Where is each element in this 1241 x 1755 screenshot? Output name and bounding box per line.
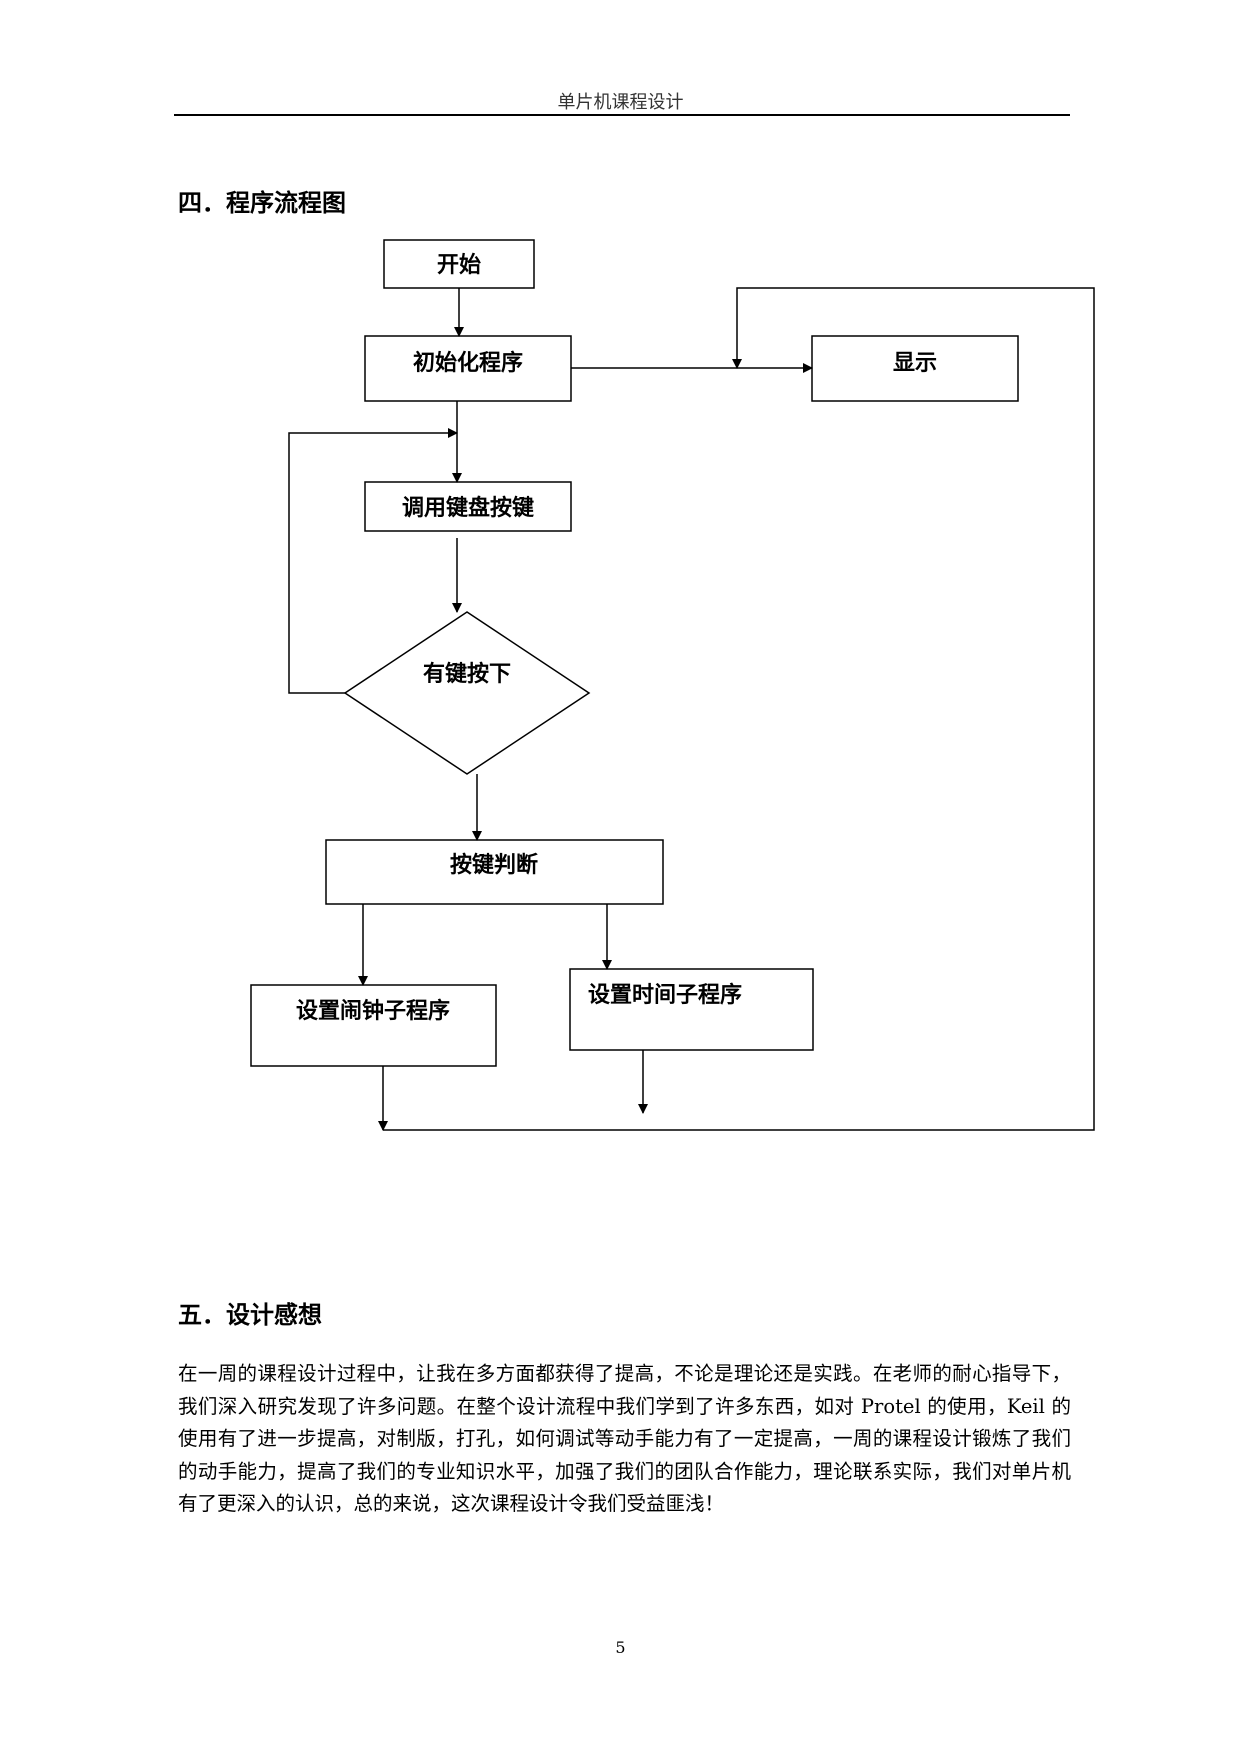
- page-header-title: 单片机课程设计: [557, 92, 684, 113]
- flow-node-display: 显示: [811, 335, 1019, 402]
- page-number: 5: [615, 1638, 626, 1657]
- flow-node-key-pressed: 有键按下: [343, 611, 591, 775]
- flow-label-key-judge: 按键判断: [450, 852, 538, 878]
- reflection-paragraph: 在一周的课程设计过程中，让我在多方面都获得了提高，不论是理论还是实践。在老师的耐…: [178, 1362, 1071, 1515]
- flow-label-set-time: 设置时间子程序: [588, 982, 742, 1008]
- flow-node-call-keyboard: 调用键盘按键: [364, 481, 572, 532]
- flow-label-start: 开始: [437, 252, 481, 278]
- arrow-return-to-display: [383, 287, 1095, 1131]
- flow-node-key-judge: 按键判断: [325, 839, 664, 905]
- flow-label-init: 初始化程序: [413, 350, 523, 376]
- flow-label-set-alarm: 设置闹钟子程序: [296, 998, 450, 1024]
- flow-node-set-alarm: 设置闹钟子程序: [250, 984, 497, 1067]
- arrow-decision-loop-back: [288, 428, 458, 694]
- flow-node-init: 初始化程序: [364, 335, 572, 402]
- flow-label-call-keyboard: 调用键盘按键: [402, 495, 534, 521]
- flow-label-display: 显示: [893, 351, 937, 376]
- section-heading-reflection: 五．设计感想: [178, 1301, 322, 1329]
- flow-label-key-pressed: 有键按下: [423, 661, 511, 687]
- flow-node-set-time: 设置时间子程序: [569, 968, 814, 1051]
- program-flowchart: 开始 初始化程序 显示 调用键盘按键 有键按下 按键判断 设置闹钟子程序 设置时…: [250, 239, 1095, 1131]
- header-divider: [174, 114, 1070, 116]
- flow-connectors: [288, 287, 1095, 1131]
- flow-node-start: 开始: [383, 239, 535, 289]
- section-heading-flowchart: 四．程序流程图: [178, 189, 346, 217]
